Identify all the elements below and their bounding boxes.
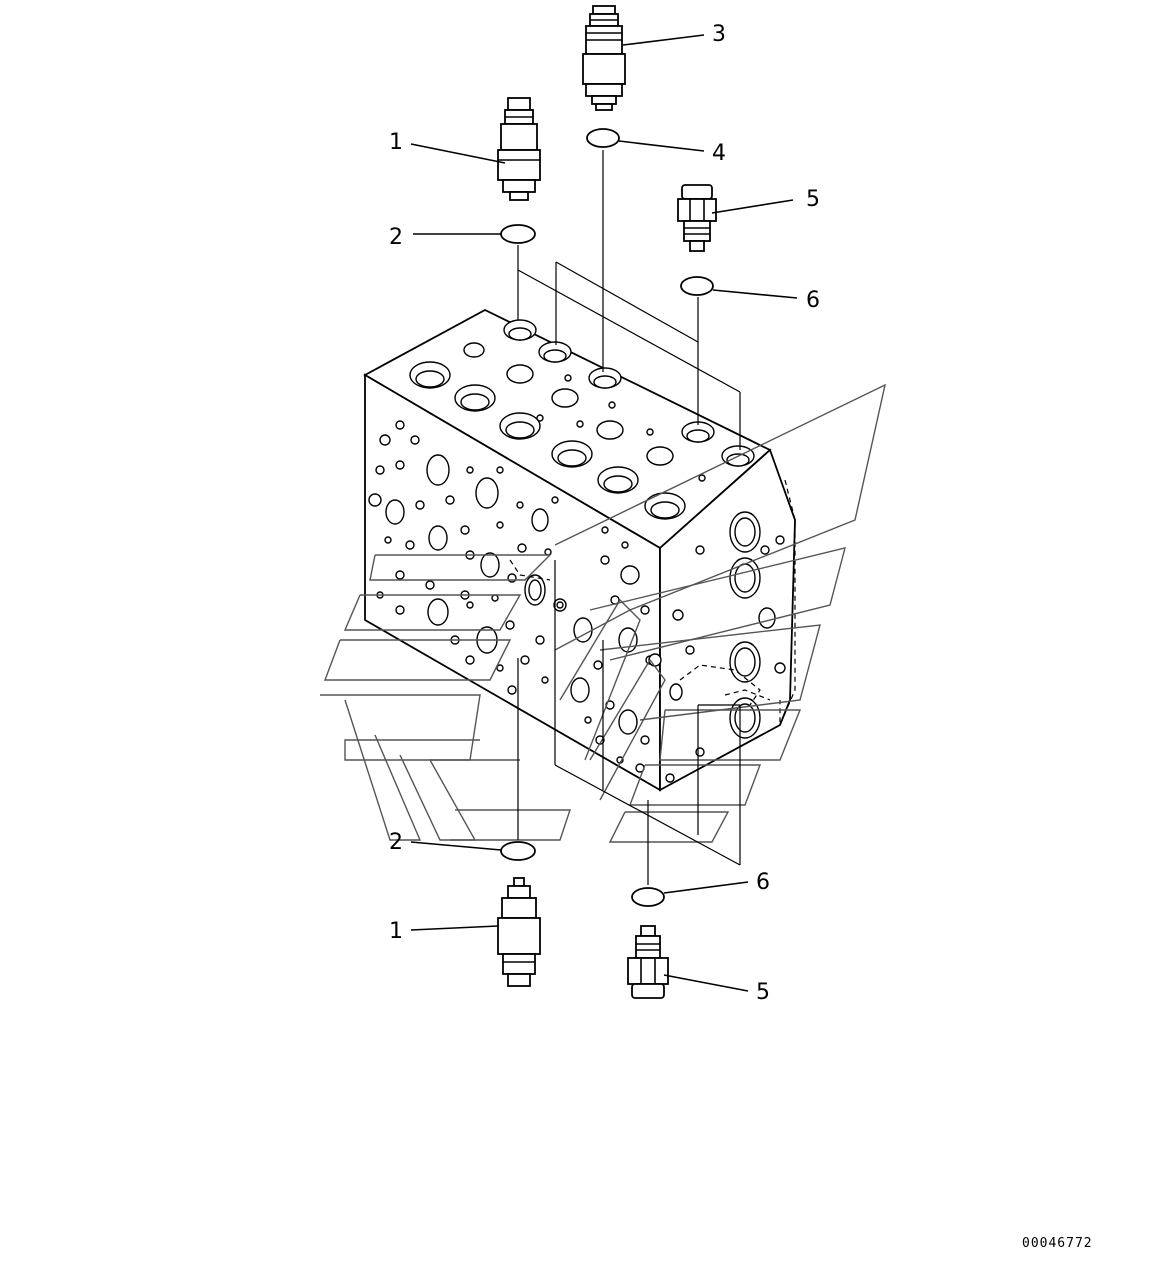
o-ring-part-2-bottom bbox=[500, 841, 536, 861]
o-ring-part-6-top bbox=[680, 276, 714, 296]
control-valve-block bbox=[363, 308, 796, 792]
relief-valve-part-1-bottom bbox=[497, 877, 541, 987]
relief-valve-part-3 bbox=[582, 5, 626, 111]
o-ring-part-4 bbox=[586, 128, 620, 148]
callout-1-top: 1 bbox=[389, 130, 403, 155]
callout-6-bottom: 6 bbox=[756, 870, 770, 895]
callout-6-top: 6 bbox=[806, 288, 820, 313]
drawing-number: 00046772 bbox=[1022, 1236, 1093, 1251]
callout-2-bottom: 2 bbox=[389, 830, 403, 855]
relief-valve-part-1-top bbox=[497, 97, 541, 201]
plug-part-5-top bbox=[677, 184, 717, 252]
callout-5-top: 5 bbox=[806, 187, 820, 212]
callout-2-top: 2 bbox=[389, 225, 403, 250]
assembly-centerlines bbox=[517, 150, 741, 885]
callout-1-bottom: 1 bbox=[389, 919, 403, 944]
top-face-ports bbox=[409, 319, 755, 520]
callout-3: 3 bbox=[712, 22, 726, 47]
callout-4: 4 bbox=[712, 141, 726, 166]
o-ring-part-6-bottom bbox=[631, 887, 665, 907]
plug-part-5-bottom bbox=[627, 925, 669, 999]
o-ring-part-2-top bbox=[500, 224, 536, 244]
background-watermark-outlines bbox=[320, 383, 886, 843]
callout-5-bottom: 5 bbox=[756, 980, 770, 1005]
leader-lines bbox=[410, 34, 798, 992]
